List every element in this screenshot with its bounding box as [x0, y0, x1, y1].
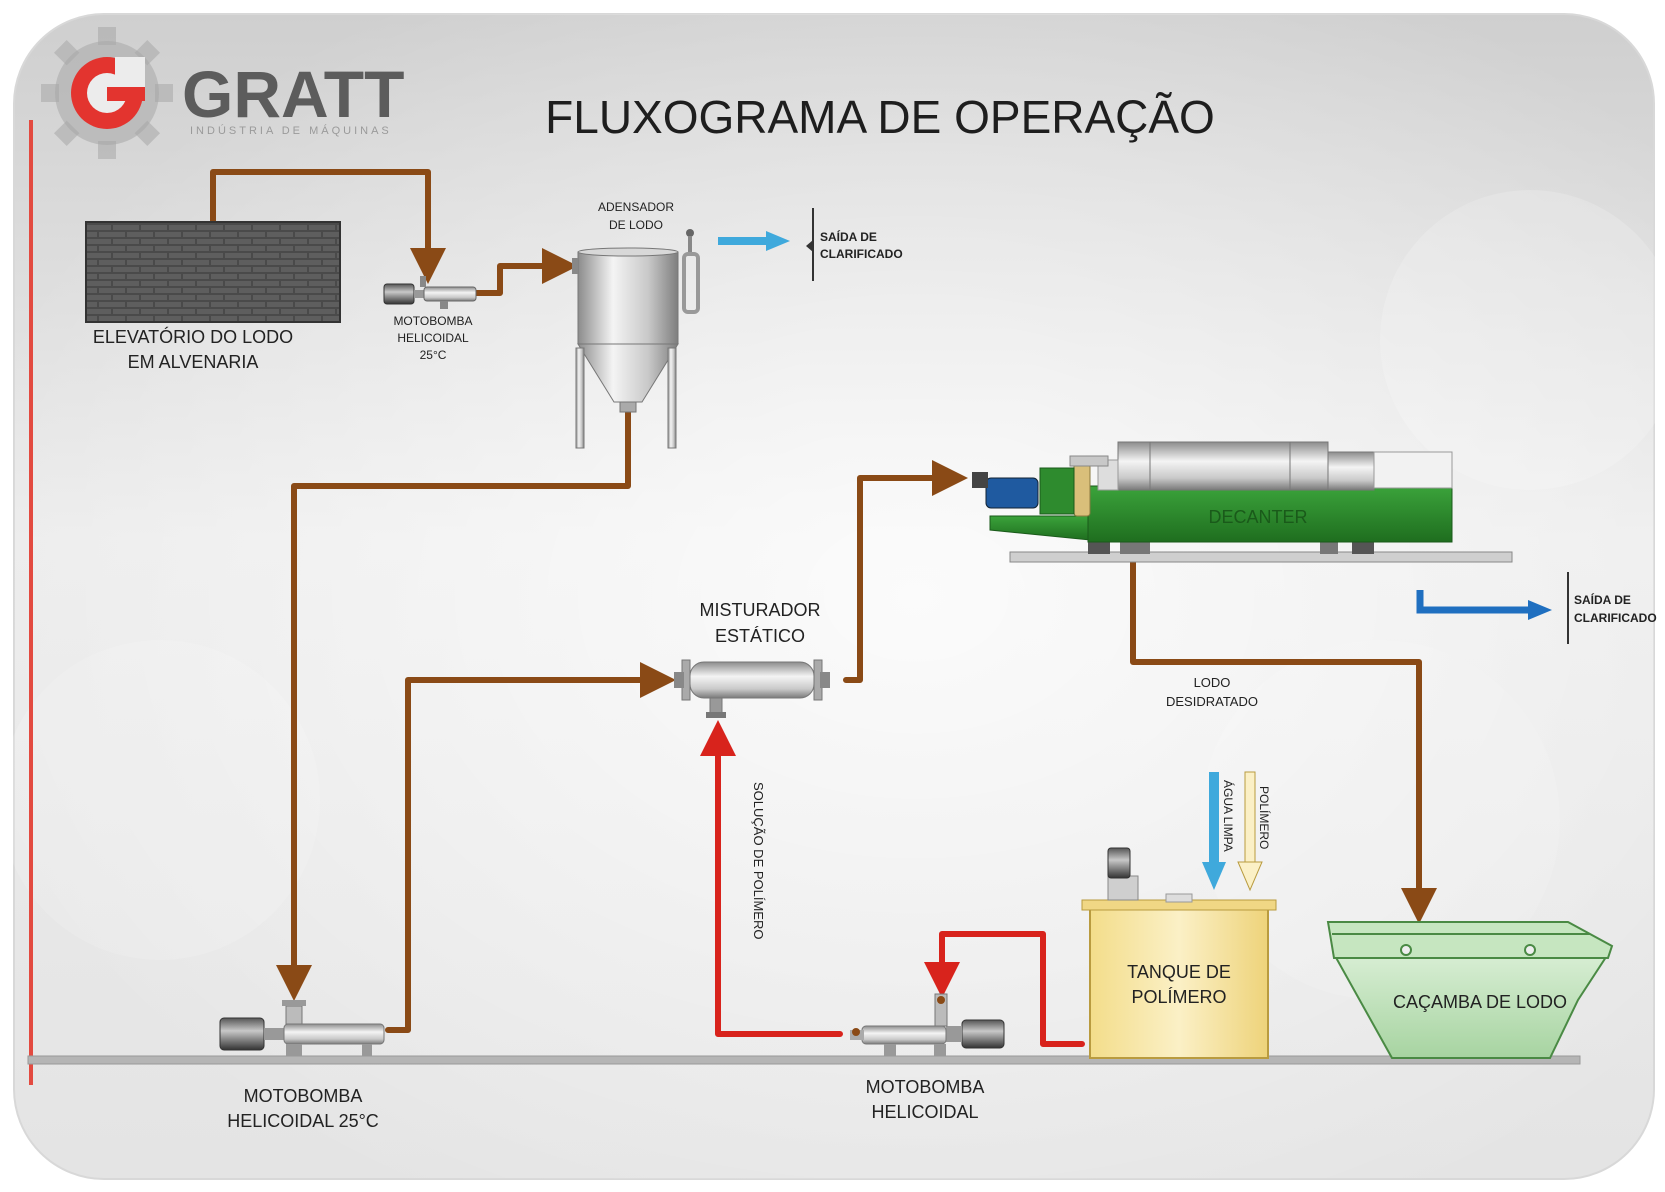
label-adensador-line1: ADENSADOR	[598, 200, 674, 214]
clarified-outlet-1	[718, 208, 814, 281]
sludge-skip	[1326, 921, 1614, 1059]
polymer-inlet-arrow	[1237, 771, 1263, 892]
label-pump3-line1: MOTOBOMBA	[866, 1077, 985, 1097]
label-saida1-line2: CLARIFICADO	[820, 247, 903, 261]
helical-pump-2	[219, 1000, 385, 1056]
label-saida2-line2: CLARIFICADO	[1574, 611, 1657, 625]
dewatered-sludge-pipe	[1130, 557, 1437, 924]
label-saida1-line1: SAÍDA DE	[820, 229, 877, 244]
label-lodo-line2: DESIDRATADO	[1166, 694, 1258, 709]
label-lodo-line1: LODO	[1194, 675, 1231, 690]
label-elevatorio-line2: EM ALVENARIA	[128, 352, 259, 372]
polymer-pipe-tank-to-pump	[924, 931, 1085, 1047]
label-misturador-line2: ESTÁTICO	[715, 626, 805, 646]
polymer-tank	[1081, 847, 1277, 1059]
helical-pump-3	[850, 993, 1005, 1056]
label-solucao-polimero: SOLUÇÃO DE POLÍMERO	[751, 782, 766, 939]
sludge-pipe-elevatorio-to-pump	[210, 169, 446, 284]
label-cacamba: CAÇAMBA DE LODO	[1393, 992, 1567, 1012]
logo-tagline: INDÚSTRIA DE MÁQUINAS	[190, 124, 392, 137]
sludge-pipe-adensador-to-pump	[276, 407, 631, 1001]
label-pump1-line1: MOTOBOMBA	[393, 314, 472, 328]
polymer-solution-pipe	[700, 720, 843, 1037]
floor-line	[27, 1055, 1581, 1065]
label-decanter: DECANTER	[1208, 507, 1307, 527]
label-elevatorio-line1: ELEVATÓRIO DO LODO	[93, 326, 293, 347]
label-polimero-inlet: POLÍMERO	[1257, 786, 1272, 849]
decanter-centrifuge	[972, 441, 1513, 563]
clarified-outlet-2	[1416, 572, 1569, 644]
elevatorio-brick-wall	[85, 221, 341, 323]
label-agua-limpa: ÁGUA LIMPA	[1221, 780, 1236, 852]
page-title: FLUXOGRAMA DE OPERAÇÃO	[545, 91, 1215, 143]
label-misturador-line1: MISTURADOR	[700, 600, 821, 620]
sludge-pipe-misturador-to-decanter	[843, 460, 968, 683]
label-pump1-line3: 25°C	[420, 348, 447, 362]
label-pump2-line2: HELICOIDAL 25°C	[227, 1111, 379, 1131]
gratt-logo: G GRATT INDÚSTRIA DE MÁQUINAS	[41, 27, 404, 159]
label-pump3-line2: HELICOIDAL	[871, 1102, 978, 1122]
label-adensador-line2: DE LODO	[609, 218, 663, 232]
static-mixer	[674, 659, 830, 718]
gear-icon	[41, 27, 173, 159]
sludge-pipe-pump-to-adensador	[473, 248, 578, 296]
helical-pump-1	[383, 276, 477, 309]
label-pump1-line2: HELICOIDAL	[397, 331, 469, 345]
sludge-pipe-pump-to-misturador	[385, 662, 676, 1033]
adensador-tank	[572, 229, 700, 449]
label-tanque-line2: POLÍMERO	[1131, 987, 1226, 1007]
logo-name: GRATT	[182, 57, 404, 131]
label-tanque-line1: TANQUE DE	[1127, 962, 1231, 982]
label-saida2-line1: SAÍDA DE	[1574, 592, 1631, 607]
label-pump2-line1: MOTOBOMBA	[244, 1086, 363, 1106]
clean-water-inlet-arrow	[1202, 772, 1226, 890]
